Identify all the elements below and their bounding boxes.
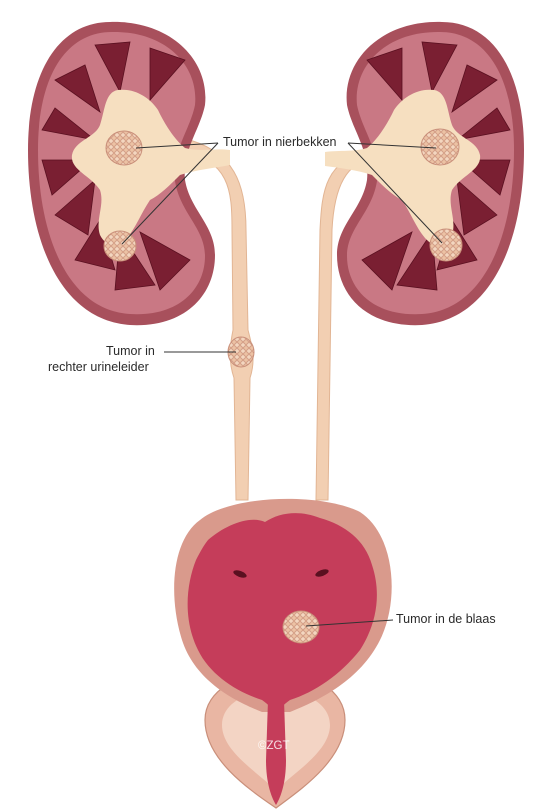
label-tumor-bladder: Tumor in de blaas xyxy=(396,612,496,627)
left-kidney xyxy=(325,22,524,325)
bladder-tumor xyxy=(283,611,319,643)
right-kidney xyxy=(28,22,230,325)
pelvis-tumor-lower xyxy=(430,229,462,261)
pelvis-tumor-lower xyxy=(104,231,136,261)
bladder xyxy=(174,499,392,808)
right-ureter xyxy=(178,138,253,500)
copyright-text: ©ZGT xyxy=(258,740,289,752)
label-tumor-renal-pelvis: Tumor in nierbekken xyxy=(223,135,336,150)
label-tumor-ureter-line2: rechter urineleider xyxy=(48,360,149,375)
label-tumor-ureter-line1: Tumor in xyxy=(106,344,155,359)
ureters xyxy=(178,138,372,500)
